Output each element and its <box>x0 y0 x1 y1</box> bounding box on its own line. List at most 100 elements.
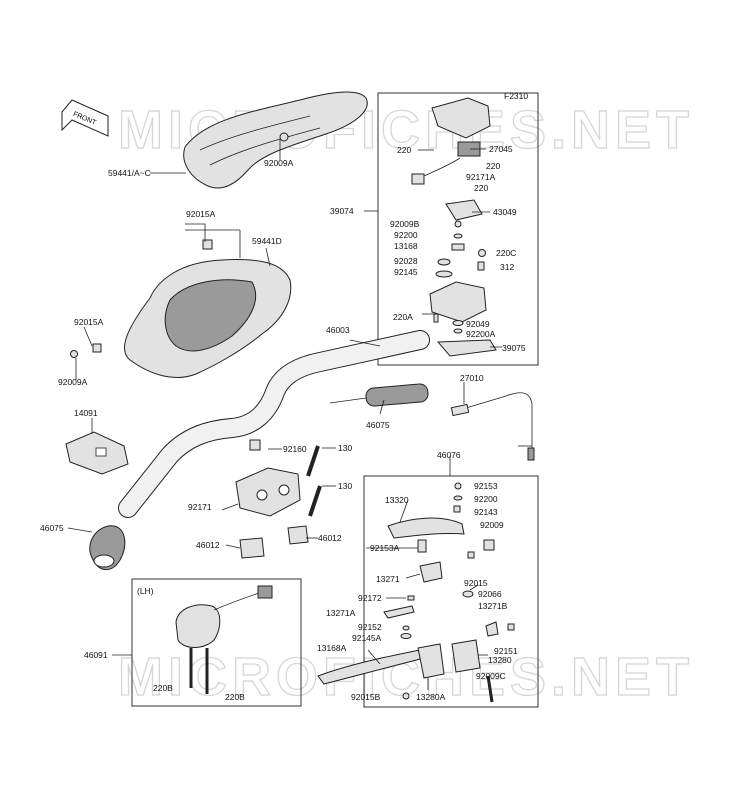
label-92015A-left: 92015A <box>74 317 104 327</box>
label-13320: 13320 <box>385 495 409 505</box>
label-92028: 92028 <box>394 256 418 266</box>
label-92151: 92151 <box>494 646 518 656</box>
label-92009A-top: 92009A <box>264 158 294 168</box>
bolt-92009C <box>486 675 494 703</box>
screw-312 <box>477 261 485 271</box>
collar-92028 <box>437 258 451 266</box>
lever-bracket-13280 <box>451 639 481 673</box>
bolt-92153 <box>454 482 462 490</box>
collar-92143 <box>453 505 461 513</box>
label-92171A: 92171A <box>466 172 496 182</box>
label-92143: 92143 <box>474 507 498 517</box>
collar-92015A-top <box>202 239 213 250</box>
bolt-130-lower <box>308 485 322 517</box>
collar-92015B <box>402 692 410 700</box>
label-39075: 39075 <box>502 343 526 353</box>
lower-cover-59441D <box>124 259 292 378</box>
bolt-92153A <box>417 539 427 553</box>
washer-92200 <box>453 233 463 239</box>
throttle-housing-lower <box>429 281 487 323</box>
label-92009C: 92009C <box>476 671 506 681</box>
label-92009B: 92009B <box>390 219 420 229</box>
label-13280: 13280 <box>488 655 512 665</box>
lh-switch-frame <box>131 578 302 707</box>
label-92153A: 92153A <box>370 543 400 553</box>
spring-92145A <box>400 633 412 639</box>
label-92200A-1: 92200A <box>466 329 496 339</box>
label-13280A: 13280A <box>416 692 446 702</box>
label-92015B: 92015B <box>351 692 381 702</box>
label-130-2: 130 <box>338 481 352 491</box>
handlebar-46003 <box>118 330 430 518</box>
label-92145: 92145 <box>394 267 418 277</box>
pin-92152 <box>402 625 410 631</box>
front-arrow-icon: FRONT <box>61 99 109 137</box>
label-92049: 92049 <box>466 319 490 329</box>
label-59441: 59441/A~C <box>108 168 151 178</box>
label-43049: 43049 <box>493 207 517 217</box>
label-220-3: 220 <box>474 183 488 193</box>
throttle-cable-27010 <box>450 392 535 461</box>
bolt-92009 <box>483 539 495 551</box>
label-220B-2: 220B <box>225 692 245 702</box>
label-92009A-left: 92009A <box>58 377 88 387</box>
label-92153: 92153 <box>474 481 498 491</box>
pad-14091 <box>65 431 129 475</box>
bolt-92009A-top <box>279 132 289 142</box>
label-92009: 92009 <box>480 520 504 530</box>
label-220C: 220C <box>496 248 516 258</box>
collar-92015A-left <box>92 343 102 353</box>
bolt-92009B <box>454 220 462 228</box>
spring-92145 <box>435 270 453 278</box>
holder-46012-left <box>239 537 265 559</box>
lever-group-frame <box>363 475 539 708</box>
label-46003: 46003 <box>326 325 350 335</box>
screw-92172 <box>407 595 415 601</box>
plate-13271B <box>485 621 499 637</box>
pivot-13271 <box>419 561 443 583</box>
label-92066: 92066 <box>478 589 502 599</box>
label-220-2: 220 <box>486 161 500 171</box>
screw-92151 <box>507 623 515 631</box>
label-46012-2: 46012 <box>318 533 342 543</box>
label-59441D: 59441D <box>252 236 282 246</box>
label-13168A: 13168A <box>317 643 347 653</box>
connector <box>411 173 425 185</box>
figure-code: F2310 <box>504 91 528 101</box>
grip-46075-left <box>89 525 126 570</box>
lh-label: (LH) <box>137 586 154 596</box>
plate-13271A <box>383 605 415 619</box>
plate-13168 <box>451 243 465 251</box>
label-220B-1: 220B <box>153 683 173 693</box>
label-13271: 13271 <box>376 574 400 584</box>
label-27010: 27010 <box>460 373 484 383</box>
washer-92200-lower <box>453 495 463 501</box>
lever-39075 <box>436 339 497 357</box>
label-46076: 46076 <box>437 450 461 460</box>
lever-13320 <box>387 517 465 539</box>
clamp-92171 <box>235 467 301 517</box>
bolt-220C <box>478 249 486 257</box>
label-13271B: 13271B <box>478 601 508 611</box>
label-220-1: 220 <box>397 145 411 155</box>
part-labels: 59441/A~C 92009A 92015A 59441D 92015A 92… <box>40 144 526 702</box>
throttle-group-frame <box>377 92 539 366</box>
label-13168: 13168 <box>394 241 418 251</box>
bolt-130-upper <box>306 445 320 477</box>
label-27045: 27045 <box>489 144 513 154</box>
cover-43049 <box>445 199 483 221</box>
washer-92200A <box>453 328 463 334</box>
label-92200-2: 92200 <box>474 494 498 504</box>
label-312: 312 <box>500 262 514 272</box>
upper-cover-59441 <box>183 91 368 189</box>
collar-92066 <box>462 590 474 598</box>
label-46075-left: 46075 <box>40 523 64 533</box>
label-46091: 46091 <box>84 650 108 660</box>
label-130-1: 130 <box>338 443 352 453</box>
label-46075-right: 46075 <box>366 420 390 430</box>
label-92015A-top: 92015A <box>186 209 216 219</box>
label-220A: 220A <box>393 312 413 322</box>
screw-220A <box>433 313 439 323</box>
leader-lines <box>67 139 502 690</box>
